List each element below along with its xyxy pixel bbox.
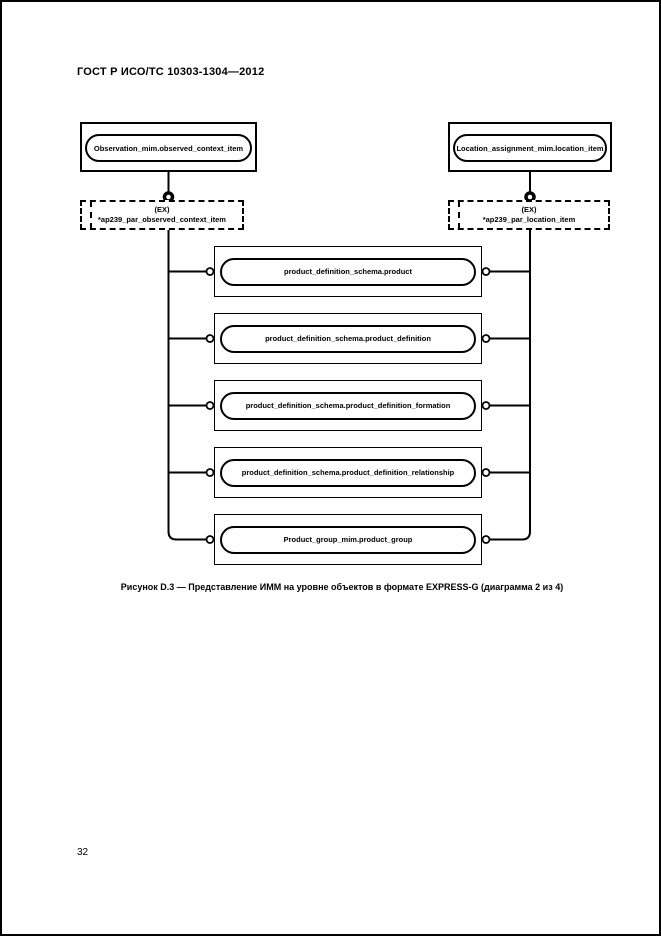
ref-name: *ap239_par_observed_context_item [98,215,226,224]
node-location-assignment-mim-label: Location_assignment_mim.location_item [453,134,607,162]
ref-box-location-item: (EX) *ap239_par_location_item [448,200,610,230]
ref-name: *ap239_par_location_item [482,215,576,224]
document-header: ГОСТ Р ИСО/ТС 10303-1304—2012 [77,66,265,78]
entity-row-product-definition: product_definition_schema.product_defini… [214,313,482,364]
node-observation-mim: Observation_mim.observed_context_item [80,122,257,172]
entity-label: product_definition_schema.product [220,257,476,286]
ref-tag: (EX) [154,204,170,214]
entity-row-product-definition-formation: product_definition_schema.product_defini… [214,380,482,431]
node-observation-mim-label: Observation_mim.observed_context_item [85,134,252,162]
entity-label: product_definition_schema.product_defini… [220,458,476,487]
node-location-assignment-mim: Location_assignment_mim.location_item [448,122,612,172]
figure-caption: Рисунок D.3 — Представление ИММ на уровн… [120,582,564,592]
entity-label: product_definition_schema.product_defini… [220,391,476,420]
ref-box-observed-context-item: (EX) *ap239_par_observed_context_item [80,200,244,230]
entity-row-product-definition-relationship: product_definition_schema.product_defini… [214,447,482,498]
entity-label: product_definition_schema.product_defini… [220,324,476,353]
entity-label: Product_group_mim.product_group [220,525,476,554]
page-number: 32 [77,847,89,858]
entity-row-product-group: Product_group_mim.product_group [214,514,482,565]
ref-box-inner-divider [458,201,460,229]
entity-row-product: product_definition_schema.product [214,246,482,297]
ref-box-inner-divider [90,201,92,229]
ref-tag: (EX) [521,204,537,214]
